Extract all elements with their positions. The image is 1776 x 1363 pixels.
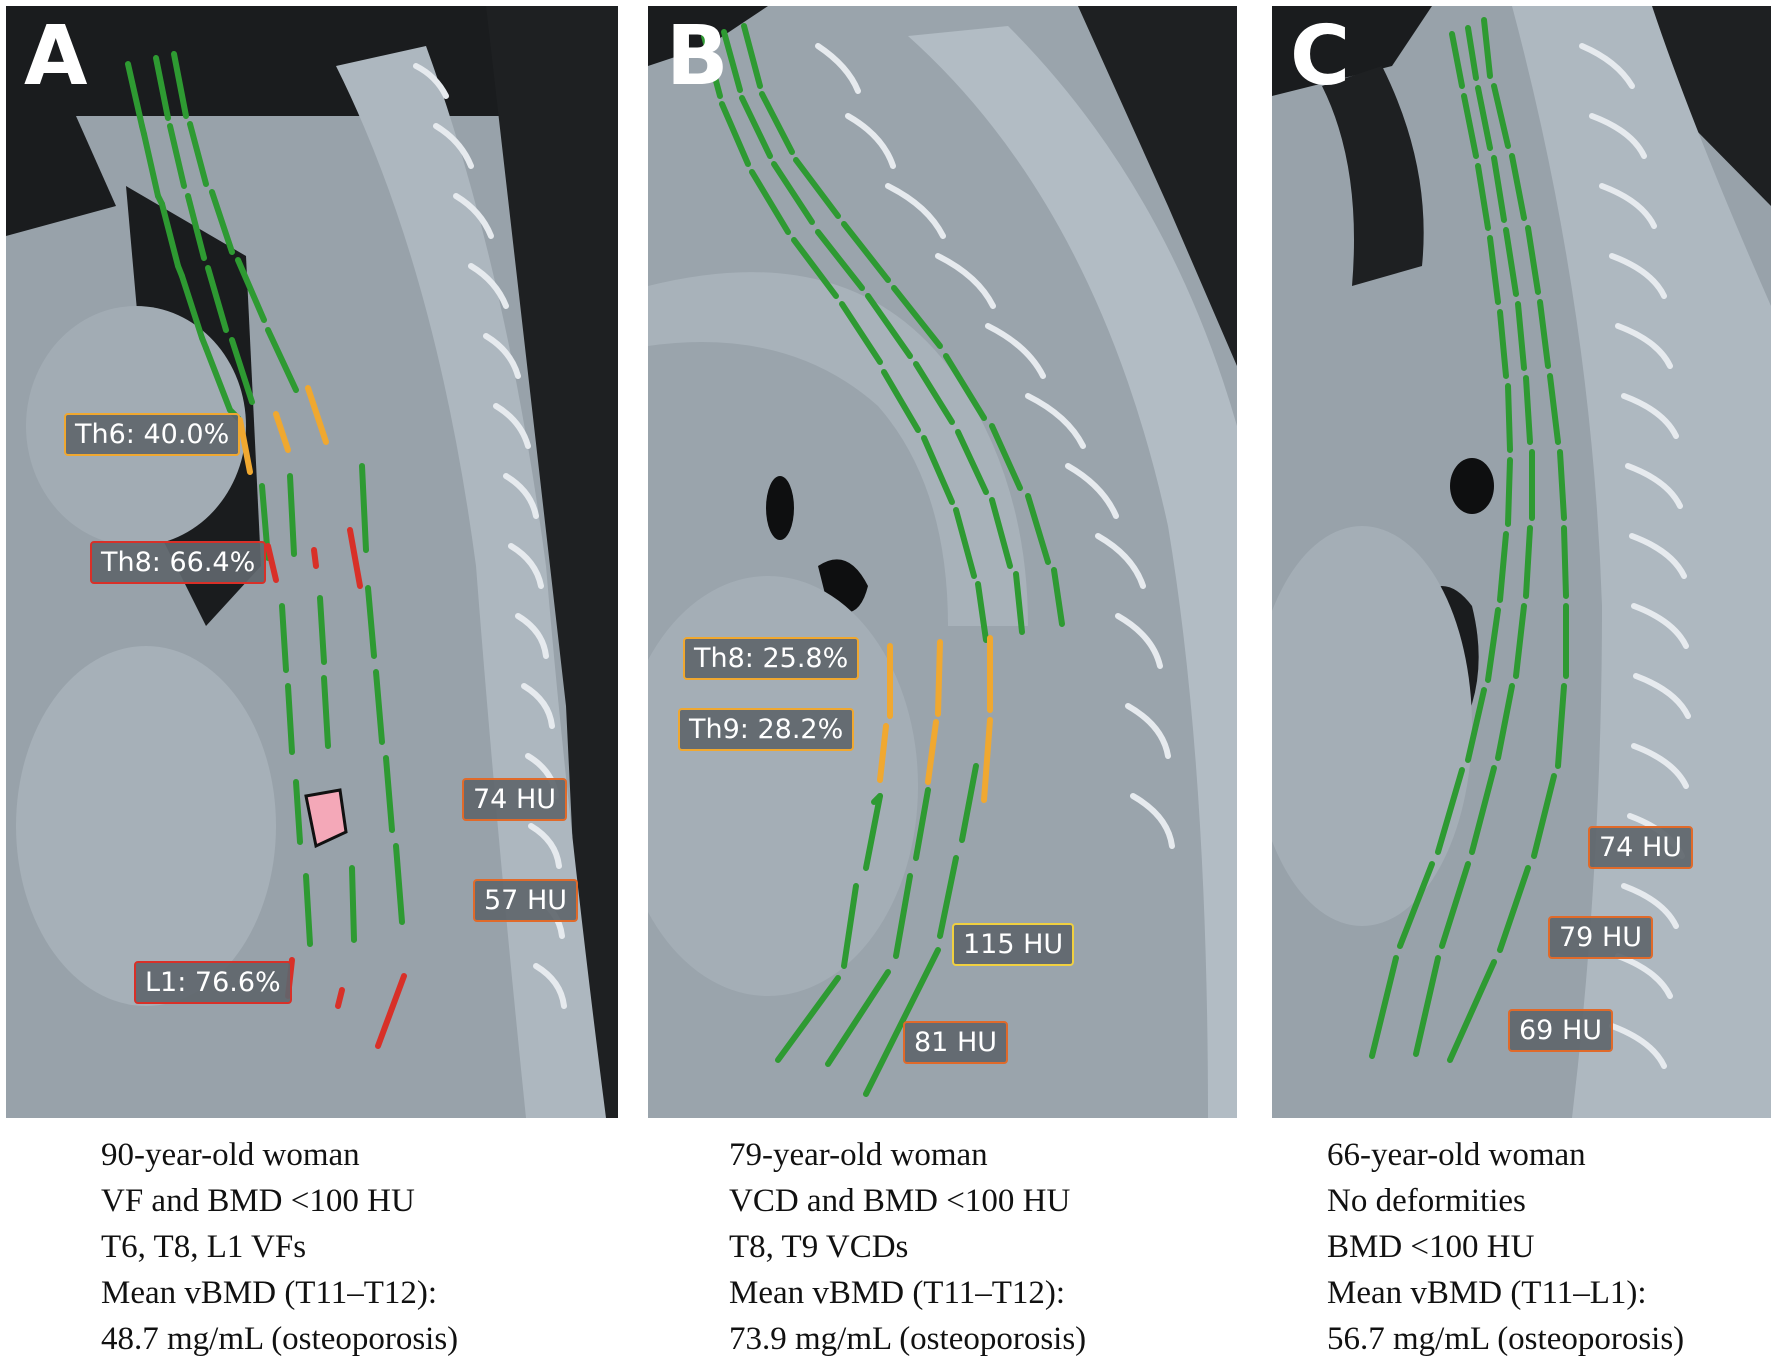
- hu-label-3: 69 HU: [1508, 1009, 1614, 1052]
- caption-line: BMD <100 HU: [1327, 1229, 1535, 1265]
- caption-b: 79-year-old woman VCD and BMD <100 HU T8…: [729, 1132, 1086, 1362]
- caption-line: VF and BMD <100 HU: [101, 1183, 415, 1219]
- panel-a: A Th6: 40.0% Th8: 66.4% 74 HU 57 HU L1: …: [6, 6, 618, 1118]
- deformity-label-th9: Th9: 28.2%: [678, 708, 855, 751]
- caption-line: 79-year-old woman: [729, 1137, 988, 1173]
- panel-b: B Th8: 25.8% Th9: 28.2% 115 HU 81 HU: [648, 6, 1237, 1118]
- panel-c: C 74 HU 79 HU 69 HU: [1272, 6, 1771, 1118]
- deformity-label-th8: Th8: 25.8%: [683, 637, 860, 680]
- hu-label-2: 57 HU: [473, 879, 579, 922]
- panel-letter-c: C: [1290, 9, 1351, 104]
- deformity-label-th8: Th8: 66.4%: [90, 541, 267, 584]
- hu-label-1: 115 HU: [952, 923, 1075, 966]
- caption-line: No deformities: [1327, 1183, 1526, 1219]
- caption-line: 66-year-old woman: [1327, 1137, 1586, 1173]
- caption-line: 56.7 mg/mL (osteoporosis): [1327, 1321, 1685, 1357]
- hu-label-2: 79 HU: [1548, 916, 1654, 959]
- caption-line: 73.9 mg/mL (osteoporosis): [729, 1321, 1087, 1357]
- deformity-label-th6: Th6: 40.0%: [64, 413, 241, 456]
- caption-line: VCD and BMD <100 HU: [729, 1183, 1071, 1219]
- hu-label-2: 81 HU: [903, 1021, 1009, 1064]
- hu-label-1: 74 HU: [462, 778, 568, 821]
- panel-letter-b: B: [666, 9, 729, 104]
- caption-line: Mean vBMD (T11–T12):: [729, 1275, 1066, 1311]
- hu-label-1: 74 HU: [1588, 826, 1694, 869]
- caption-c: 66-year-old woman No deformities BMD <10…: [1327, 1132, 1684, 1362]
- caption-line: T6, T8, L1 VFs: [101, 1229, 307, 1265]
- deformity-label-l1: L1: 76.6%: [134, 961, 292, 1004]
- caption-line: Mean vBMD (T11–L1):: [1327, 1275, 1647, 1311]
- caption-line: 90-year-old woman: [101, 1137, 360, 1173]
- caption-line: T8, T9 VCDs: [729, 1229, 909, 1265]
- caption-line: Mean vBMD (T11–T12):: [101, 1275, 438, 1311]
- ct-scan-image-c: [1272, 6, 1771, 1118]
- caption-line: 48.7 mg/mL (osteoporosis): [101, 1321, 459, 1357]
- panel-letter-a: A: [24, 9, 88, 104]
- ct-scan-image-b: [648, 6, 1237, 1118]
- caption-a: 90-year-old woman VF and BMD <100 HU T6,…: [101, 1132, 458, 1362]
